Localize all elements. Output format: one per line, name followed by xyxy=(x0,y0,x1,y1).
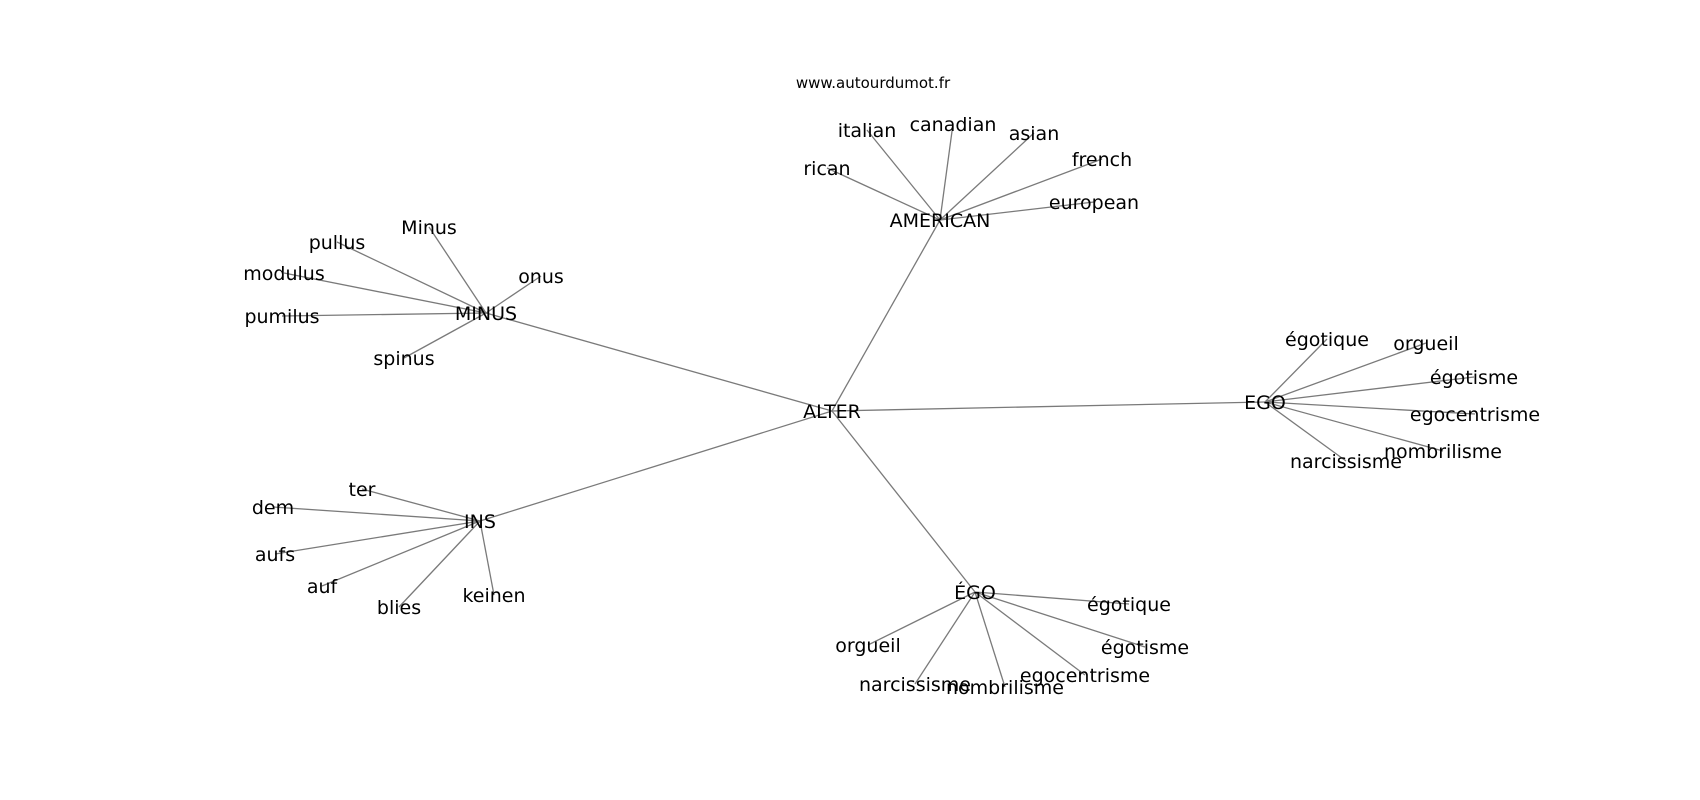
edge-ins-aufs xyxy=(274,520,481,555)
edge-ego-narcissisme xyxy=(1264,401,1347,462)
graph-edges xyxy=(272,123,1476,688)
edge-ego-egotisme xyxy=(974,591,1146,648)
leaf-node-ins-ter: ter xyxy=(349,479,376,501)
center-node-label: ALTER xyxy=(803,401,861,423)
leaf-node-ins-keinen: keinen xyxy=(462,585,525,607)
hub-node-ego: EGO xyxy=(1244,392,1286,414)
leaf-node-ego-egotisme: égotisme xyxy=(1101,637,1189,659)
leaf-node-minus-pullus: pullus xyxy=(309,232,366,254)
edge-center-ins xyxy=(479,410,833,522)
leaf-node-ego-nombrilisme: nombrilisme xyxy=(1384,441,1502,463)
edge-ins-blies xyxy=(398,520,481,608)
edge-minus-modulus xyxy=(283,272,487,314)
leaf-node-ego-orgueil: orgueil xyxy=(1393,333,1458,355)
edge-center-ego xyxy=(831,410,976,593)
edge-ego-orgueil xyxy=(1264,342,1427,403)
leaf-node-ego-nombrilisme: nombrilisme xyxy=(946,677,1064,699)
leaf-node-american-european: european xyxy=(1049,192,1139,214)
hub-node-ego: ÉGO xyxy=(954,581,996,604)
edge-ego-egotique xyxy=(1264,338,1328,403)
edge-center-minus xyxy=(485,312,833,412)
leaf-node-american-canadian: canadian xyxy=(910,114,997,136)
edge-american-french xyxy=(939,158,1103,221)
edge-american-rican xyxy=(826,167,941,221)
leaf-node-ego-egotique: égotique xyxy=(1285,329,1369,351)
edge-center-american xyxy=(831,219,941,412)
leaf-node-ins-auf: auf xyxy=(307,576,339,598)
source-watermark: www.autourdumot.fr xyxy=(796,74,951,92)
edge-american-italian xyxy=(866,129,941,221)
leaf-node-american-asian: asian xyxy=(1009,123,1060,145)
edge-ins-keinen xyxy=(479,520,495,596)
edge-ego-narcissisme xyxy=(914,591,976,685)
edge-minus-onus xyxy=(485,275,542,314)
leaf-node-ins-aufs: aufs xyxy=(255,544,295,566)
edge-ins-auf xyxy=(321,520,481,587)
edge-american-asian xyxy=(939,132,1035,221)
leaf-node-american-french: french xyxy=(1072,149,1132,171)
edge-minus-spinus xyxy=(403,312,487,359)
hub-node-minus: MINUS xyxy=(455,303,517,325)
hub-node-ins: INS xyxy=(464,511,496,533)
edge-american-european xyxy=(939,201,1095,221)
edge-minus-minus xyxy=(428,226,487,314)
edge-ego-egotisme xyxy=(1264,376,1475,403)
graph-node-labels: ALTER AMERICAN italian canadian asian rican fr… xyxy=(243,114,1540,699)
leaf-node-minus-pumilus: pumilus xyxy=(244,306,319,328)
leaf-node-american-italian: italian xyxy=(838,120,897,142)
hub-node-american: AMERICAN xyxy=(890,210,991,232)
leaf-node-ins-blies: blies xyxy=(377,597,421,619)
edge-ego-nombrilisme xyxy=(974,591,1006,688)
leaf-node-ego-narcissisme: narcissisme xyxy=(1290,451,1402,473)
edge-ego-orgueil xyxy=(867,591,976,646)
edge-american-canadian xyxy=(939,123,954,221)
leaf-node-minus-modulus: modulus xyxy=(243,263,324,285)
leaf-node-ego-orgueil: orgueil xyxy=(835,635,900,657)
leaf-node-ego-egotisme: égotisme xyxy=(1430,367,1518,389)
edge-ins-ter xyxy=(361,488,481,522)
leaf-node-minus-minus: Minus xyxy=(401,217,457,239)
leaf-node-ins-dem: dem xyxy=(252,497,294,519)
edge-minus-pullus xyxy=(336,241,487,314)
leaf-node-ego-egotique: égotique xyxy=(1087,594,1171,616)
edge-ins-dem xyxy=(272,506,481,522)
leaf-node-ego-egocentrisme: egocentrisme xyxy=(1410,404,1540,426)
leaf-node-minus-spinus: spinus xyxy=(373,348,434,370)
edge-center-ego xyxy=(831,401,1266,412)
leaf-node-ego-egocentrisme: egocentrisme xyxy=(1020,665,1150,687)
edge-ego-egocentrisme xyxy=(1264,401,1476,415)
leaf-node-minus-onus: onus xyxy=(518,266,564,288)
leaf-node-ego-narcissisme: narcissisme xyxy=(859,674,971,696)
edge-ego-egotique xyxy=(974,591,1130,605)
edge-ego-egocentrisme xyxy=(974,591,1086,676)
edge-ego-nombrilisme xyxy=(1264,401,1444,452)
edge-minus-pumilus xyxy=(281,312,487,317)
leaf-node-american-rican: rican xyxy=(803,158,850,180)
